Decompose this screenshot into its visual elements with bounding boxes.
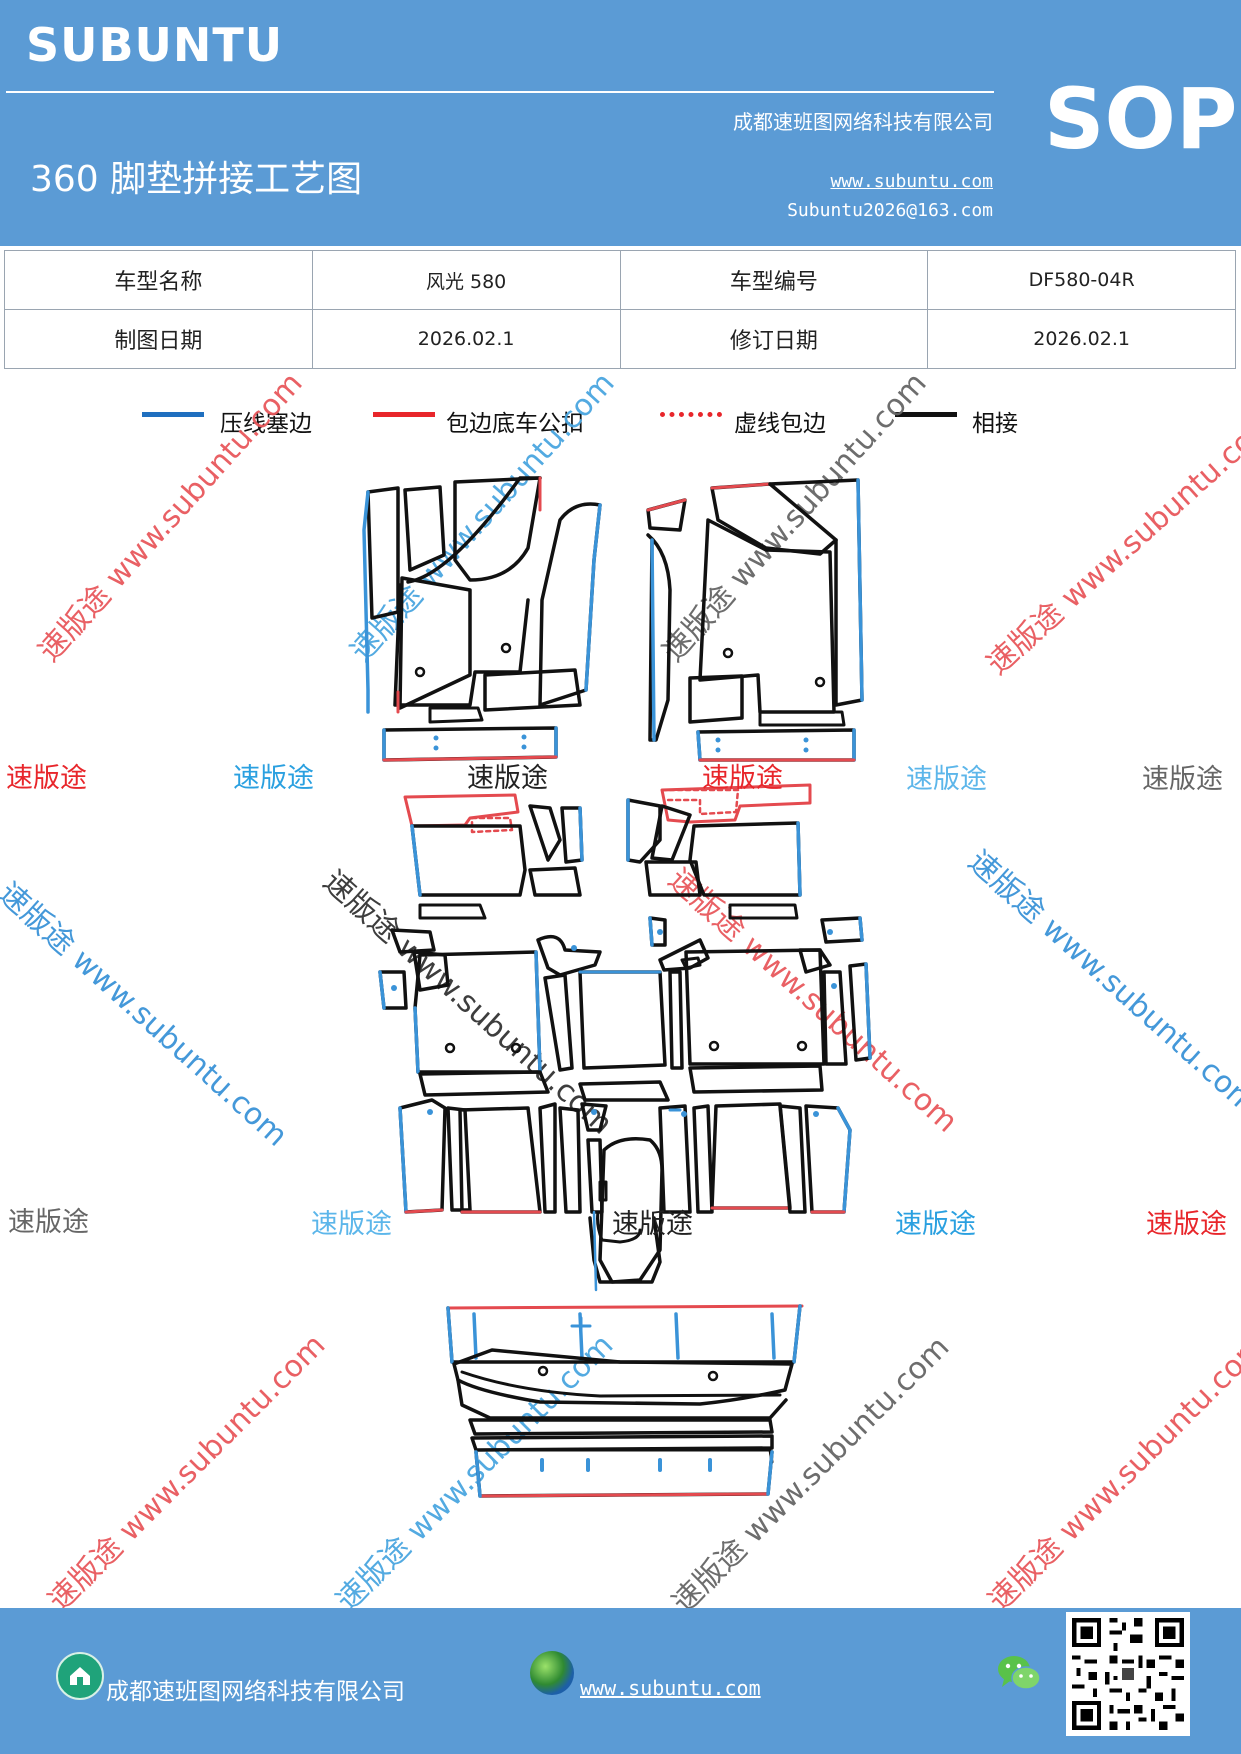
front-right-mat xyxy=(646,478,864,762)
header-company: 成都速班图网络科技有限公司 xyxy=(733,110,993,134)
header-email: Subuntu2026@163.com xyxy=(787,200,993,221)
watermark-brand: 速版途 xyxy=(467,763,548,794)
table-cell-value: DF580-04R xyxy=(927,250,1236,310)
front-left-mat xyxy=(362,476,602,762)
watermark-brand: 速版途 xyxy=(8,1207,89,1238)
header-website-link[interactable]: www.subuntu.com xyxy=(830,171,993,192)
legend-label: 相接 xyxy=(972,411,1018,437)
table-cell-value: 2026.02.1 xyxy=(927,309,1236,369)
middle-row-mats xyxy=(378,916,872,1102)
globe-icon xyxy=(530,1651,574,1695)
legend-label: 压线塞边 xyxy=(220,411,312,437)
legend-swatch-black xyxy=(895,412,957,417)
header-banner xyxy=(0,0,1241,246)
wechat-icon xyxy=(996,1652,1042,1694)
watermark-brand: 速版途 xyxy=(311,1209,392,1240)
watermark-brand: 速版途 xyxy=(906,764,987,795)
watermark-brand: 速版途 xyxy=(6,763,87,794)
watermark-brand: 速版途 xyxy=(895,1209,976,1240)
qr-code xyxy=(1066,1612,1190,1736)
page-title: 360 脚垫拼接工艺图 xyxy=(30,159,363,200)
watermark-brand: 速版途 xyxy=(1146,1209,1227,1240)
table-row: 车型名称 风光 580 车型编号 DF580-04R xyxy=(4,250,1236,310)
legend-swatch-red-dotted xyxy=(660,412,722,417)
table-cell-value: 2026.02.1 xyxy=(311,309,621,369)
table-cell-label: 修订日期 xyxy=(619,309,929,369)
table-row: 制图日期 2026.02.1 修订日期 2026.02.1 xyxy=(4,309,1236,369)
vehicle-info-table: 车型名称 风光 580 车型编号 DF580-04R 制图日期 2026.02.… xyxy=(4,250,1236,369)
trunk-mat xyxy=(446,1304,804,1498)
third-row-mats xyxy=(398,1098,852,1292)
legend-label: 包边底车公扣 xyxy=(446,411,584,437)
footer-company: 成都速班图网络科技有限公司 xyxy=(106,1679,405,1705)
sop-label: SOP xyxy=(1044,70,1238,168)
home-building-icon xyxy=(56,1652,104,1700)
second-row-mats xyxy=(403,783,812,920)
legend-label: 虚线包边 xyxy=(734,411,826,437)
legend-swatch-red xyxy=(373,412,435,417)
footer-website-link[interactable]: www.subuntu.com xyxy=(580,1676,761,1700)
table-cell-label: 制图日期 xyxy=(4,309,313,369)
watermark-brand: 速版途 xyxy=(233,763,314,794)
legend-swatch-blue xyxy=(142,412,204,417)
table-cell-value: 风光 580 xyxy=(311,250,621,310)
table-cell-label: 车型编号 xyxy=(619,250,929,310)
table-cell-label: 车型名称 xyxy=(4,250,313,310)
watermark-brand: 速版途 xyxy=(612,1209,693,1240)
brand-logo-text: SUBUNTU xyxy=(26,18,284,72)
header-divider xyxy=(6,91,994,93)
watermark-brand: 速版途 xyxy=(1142,764,1223,795)
watermark-brand: 速版途 xyxy=(702,763,783,794)
